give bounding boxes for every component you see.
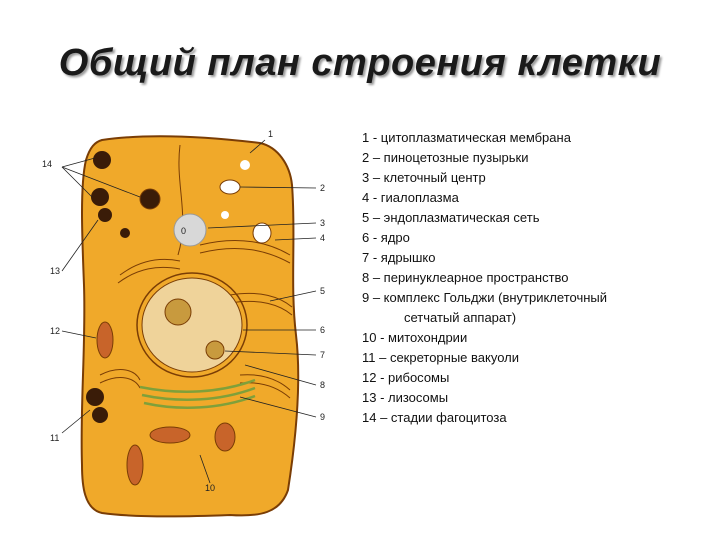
- secretory-vacuole: [92, 407, 108, 423]
- nucleolus-large: [164, 298, 192, 326]
- golgi-complex: [139, 378, 256, 409]
- phagocytosis-stage: [91, 188, 109, 206]
- phagocytosis-stage: [98, 208, 112, 222]
- pinocytic-vesicle: [252, 222, 272, 244]
- label-2: 2: [320, 183, 325, 193]
- legend-item: 11 – секреторные вакуоли: [362, 350, 519, 365]
- mitochondrion: [214, 422, 236, 452]
- mitochondrion: [126, 444, 144, 486]
- label-13: 13: [50, 266, 60, 276]
- mitochondrion: [149, 426, 191, 444]
- legend-item: 1 - цитоплазматическая мембрана: [362, 130, 571, 145]
- nucleus: [141, 277, 243, 373]
- legend-item-continuation: сетчатый аппарат): [404, 310, 517, 325]
- mitochondrion: [96, 321, 114, 359]
- legend-item: 4 - гиалоплазма: [362, 190, 459, 205]
- centrosome-mark: 0: [181, 226, 186, 236]
- label-5: 5: [320, 286, 325, 296]
- label-10: 10: [205, 483, 215, 493]
- lysosome: [120, 228, 130, 238]
- vesicle: [240, 160, 250, 170]
- label-12: 12: [50, 326, 60, 336]
- label-4: 4: [320, 233, 325, 243]
- nucleolus-small: [205, 340, 225, 360]
- pinocytic-vesicle: [219, 179, 241, 195]
- legend-item: 12 - рибосомы: [362, 370, 450, 385]
- label-6: 6: [320, 325, 325, 335]
- legend: 1 - цитоплазматическая мембрана 2 – пино…: [362, 128, 712, 428]
- legend-item: 5 – эндоплазматическая сеть: [362, 210, 540, 225]
- cell-diagram: 0: [40, 125, 340, 525]
- legend-item: 13 - лизосомы: [362, 390, 449, 405]
- secretory-vacuole: [86, 388, 104, 406]
- legend-item: 10 - митохондрии: [362, 330, 468, 345]
- legend-item: 8 – перинуклеарное пространство: [362, 270, 569, 285]
- label-3: 3: [320, 218, 325, 228]
- label-1: 1: [268, 129, 273, 139]
- leader-lines: [61, 139, 317, 484]
- label-11: 11: [50, 433, 59, 443]
- legend-item: 3 – клеточный центр: [362, 170, 486, 185]
- phagocytosis-stage: [93, 151, 111, 169]
- legend-item: 9 – комплекс Гольджи (внутриклеточный: [362, 290, 608, 305]
- label-7: 7: [320, 350, 325, 360]
- legend-item: 6 - ядро: [362, 230, 410, 245]
- legend-item: 7 - ядрышко: [362, 250, 436, 265]
- label-8: 8: [320, 380, 325, 390]
- cell-center: [173, 213, 207, 247]
- page-title: Общий план строения клетки: [58, 42, 662, 84]
- perinuclear-space: [136, 272, 248, 378]
- vesicle: [221, 211, 229, 219]
- label-9: 9: [320, 412, 325, 422]
- legend-item: 14 – стадии фагоцитоза: [362, 410, 507, 425]
- legend-item: 2 – пиноцетозные пузырьки: [362, 150, 529, 165]
- lysosome: [139, 188, 161, 210]
- label-14: 14: [42, 159, 52, 169]
